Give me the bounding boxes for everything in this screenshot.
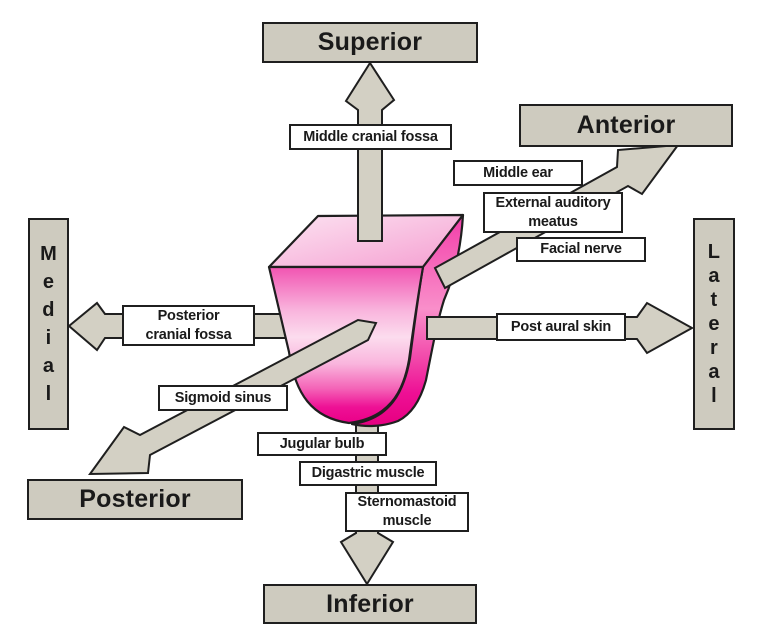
middle-cranial-fossa-label: Middle cranial fossa [289, 124, 452, 150]
digastric-muscle-label: Digastric muscle [299, 461, 437, 486]
sigmoid-sinus-label: Sigmoid sinus [158, 385, 288, 411]
anterior-box: Anterior [519, 104, 733, 147]
inferior-box: Inferior [263, 584, 477, 624]
posterior-label: Posterior [79, 485, 191, 513]
middle-ear-label: Middle ear [453, 160, 583, 186]
sternomastoid-muscle-label: Sternomastoid muscle [345, 492, 469, 532]
jugular-bulb-label: Jugular bulb [257, 432, 387, 456]
superior-box: Superior [262, 22, 478, 63]
superior-arrow [344, 61, 396, 242]
post-aural-skin-label: Post aural skin [496, 313, 626, 341]
posterior-box: Posterior [27, 479, 243, 520]
posterior-cranial-fossa-label: Posterior cranial fossa [122, 305, 255, 346]
external-auditory-meatus-label: External auditory meatus [483, 192, 623, 233]
anterior-label: Anterior [576, 111, 676, 139]
inferior-label: Inferior [326, 589, 414, 618]
superior-label: Superior [317, 28, 423, 56]
facial-nerve-label: Facial nerve [516, 237, 646, 262]
